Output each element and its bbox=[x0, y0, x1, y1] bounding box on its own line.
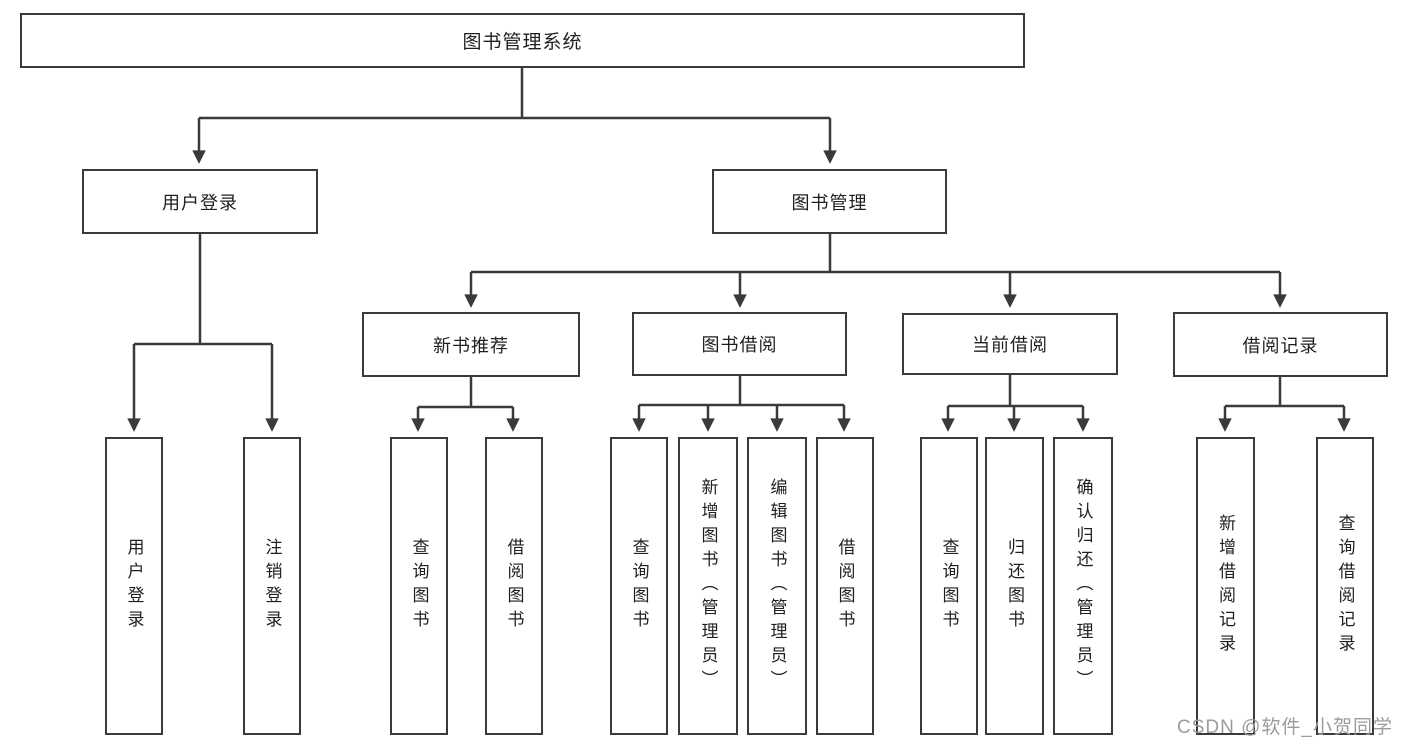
leaf-borrowing-borrow-books: 借阅图书 bbox=[816, 437, 874, 735]
leaf-recommend-borrow-books: 借阅图书 bbox=[485, 437, 543, 735]
node-user-login: 用户登录 bbox=[82, 169, 318, 234]
node-label: 借阅图书 bbox=[835, 538, 855, 634]
node-book-borrowing: 图书借阅 bbox=[632, 312, 847, 376]
leaf-current-return-books: 归还图书 bbox=[985, 437, 1044, 735]
node-label: 新增借阅记录 bbox=[1216, 514, 1235, 658]
node-label: 借阅记录 bbox=[1242, 335, 1319, 356]
node-label: 新增图书（管理员） bbox=[698, 478, 718, 694]
leaf-current-confirm-return-admin: 确认归还（管理员） bbox=[1053, 437, 1113, 735]
node-label: 编辑图书（管理员） bbox=[767, 478, 787, 694]
node-book-management: 图书管理 bbox=[712, 169, 947, 234]
node-new-book-recommend: 新书推荐 bbox=[362, 312, 580, 377]
leaf-recommend-query-books: 查询图书 bbox=[390, 437, 448, 735]
node-current-borrowing: 当前借阅 bbox=[902, 313, 1118, 375]
node-label: 新书推荐 bbox=[433, 335, 509, 356]
leaf-borrowing-edit-books-admin: 编辑图书（管理员） bbox=[747, 437, 807, 735]
node-label: 图书管理系统 bbox=[462, 32, 583, 53]
leaf-borrowing-query-books: 查询图书 bbox=[610, 437, 668, 735]
node-label: 图书借阅 bbox=[701, 335, 778, 355]
leaf-records-query-record: 查询借阅记录 bbox=[1316, 437, 1374, 735]
node-library-management-system: 图书管理系统 bbox=[20, 13, 1025, 68]
leaf-records-add-record: 新增借阅记录 bbox=[1196, 437, 1255, 735]
node-label: 借阅图书 bbox=[504, 538, 524, 634]
node-label: 确认归还（管理员） bbox=[1073, 478, 1093, 694]
node-label: 查询图书 bbox=[939, 538, 959, 634]
leaf-borrowing-add-books-admin: 新增图书（管理员） bbox=[678, 437, 738, 735]
leaf-logout: 注销登录 bbox=[243, 437, 301, 735]
node-borrowing-records: 借阅记录 bbox=[1173, 312, 1388, 377]
node-label: 用户登录 bbox=[124, 538, 144, 634]
node-label: 查询图书 bbox=[629, 538, 649, 634]
node-label: 用户登录 bbox=[162, 192, 238, 213]
node-label: 图书管理 bbox=[791, 192, 868, 213]
node-label: 注销登录 bbox=[262, 538, 282, 634]
leaf-current-query-books: 查询图书 bbox=[920, 437, 978, 735]
node-label: 查询借阅记录 bbox=[1335, 514, 1355, 658]
csdn-watermark: CSDN @软件_小贺同学 bbox=[1177, 717, 1393, 738]
node-label: 当前借阅 bbox=[972, 335, 1048, 355]
node-label: 归还图书 bbox=[1005, 538, 1024, 634]
leaf-user-login: 用户登录 bbox=[105, 437, 163, 735]
node-label: 查询图书 bbox=[409, 538, 429, 634]
